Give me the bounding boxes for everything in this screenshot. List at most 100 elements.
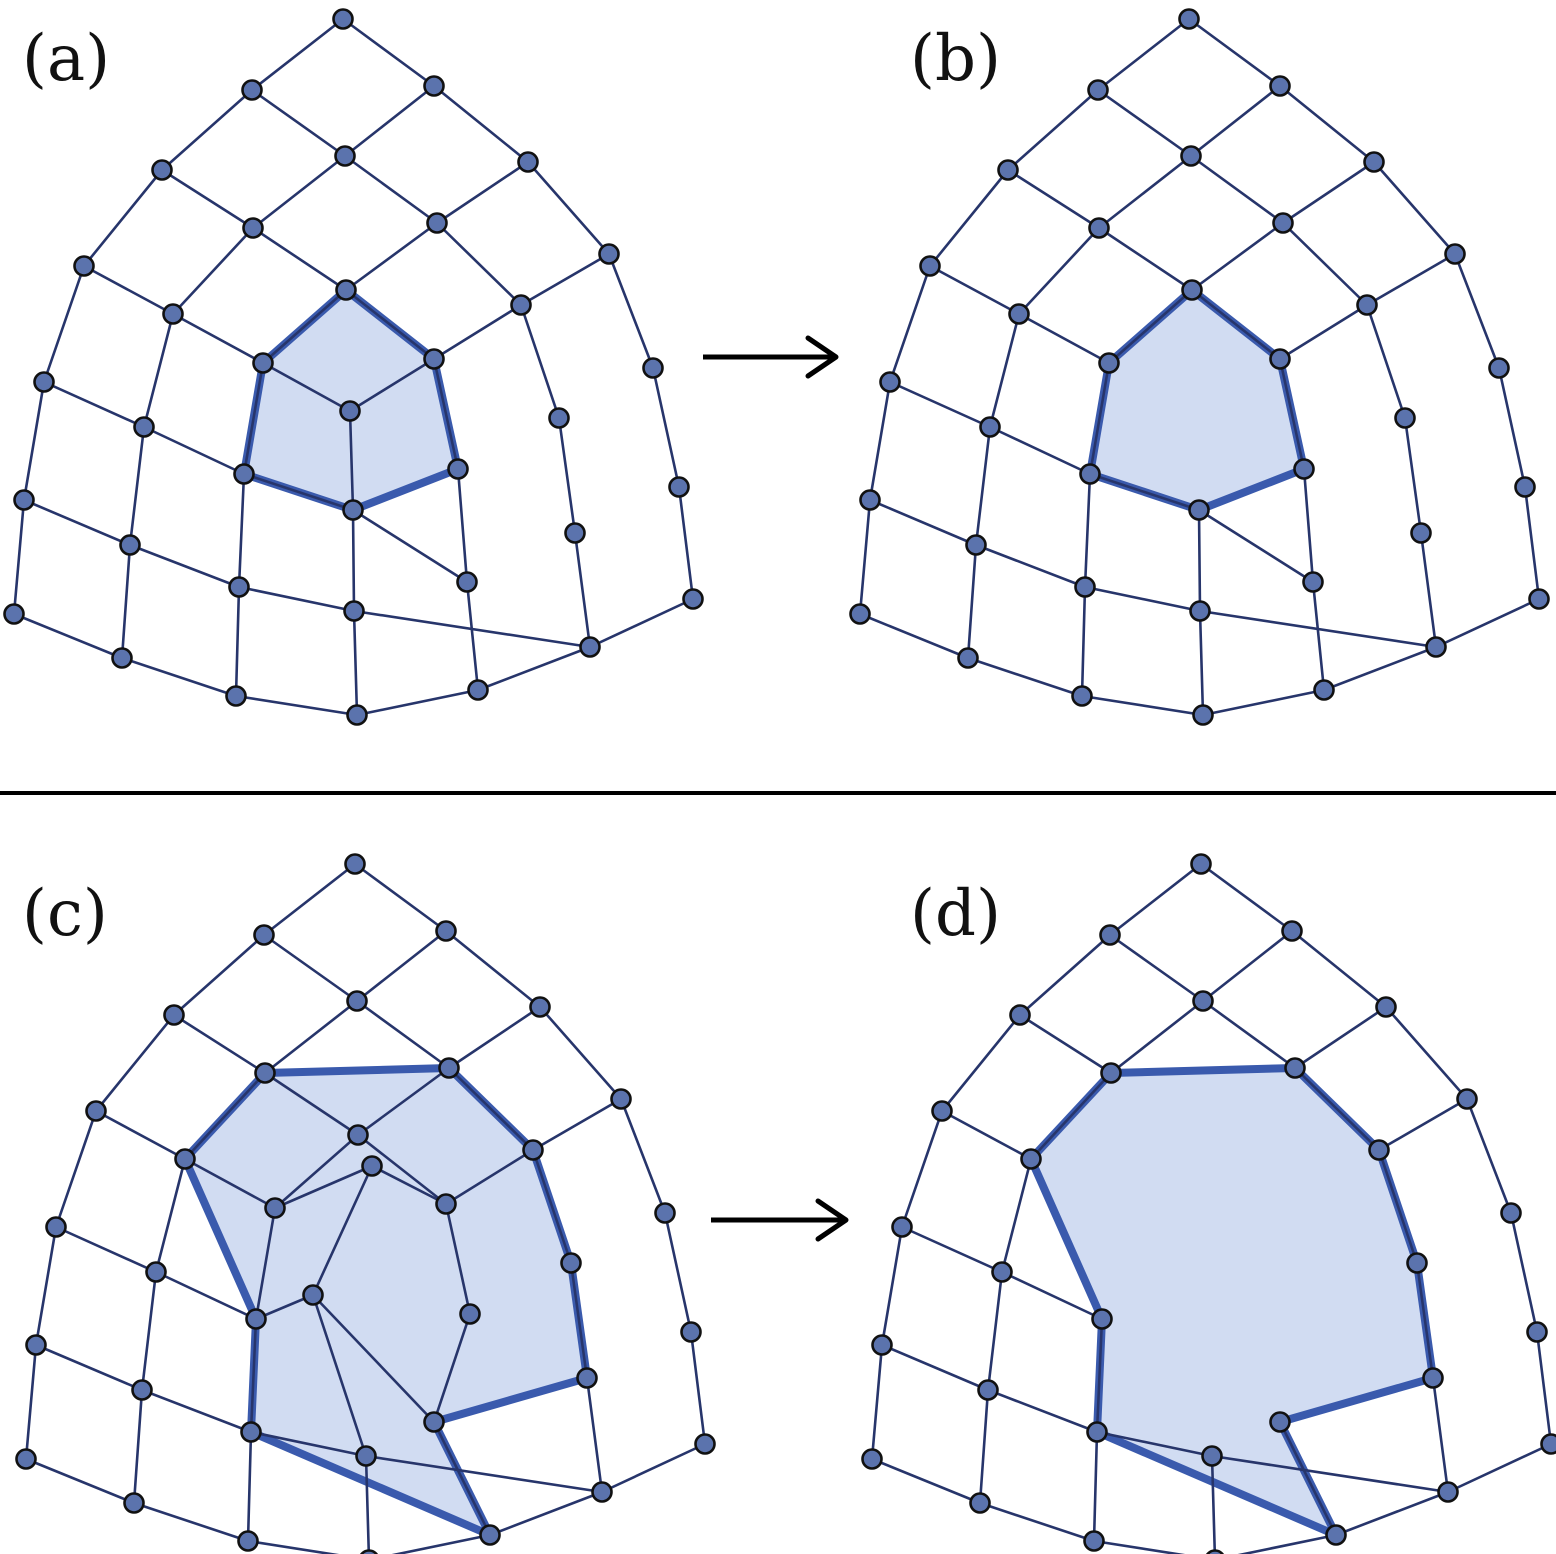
highlighted-region-c — [181, 1064, 591, 1539]
highlighted-region-b — [1086, 286, 1308, 514]
mesh-edge — [171, 226, 255, 316]
mesh-vertex — [151, 159, 173, 181]
mesh-edge — [928, 264, 1021, 316]
mesh-edge — [1293, 1005, 1388, 1070]
mesh-edge — [142, 312, 175, 429]
mesh-vertex — [591, 1481, 613, 1503]
mesh-vertex — [131, 1379, 153, 1401]
mesh-edge — [364, 1454, 604, 1494]
mesh-edge — [1095, 1430, 1214, 1458]
mesh-vertex — [174, 1148, 196, 1170]
mesh-edge — [234, 694, 359, 717]
mesh-edge — [531, 1097, 623, 1152]
mesh-edge — [1029, 1071, 1113, 1161]
mesh-edge — [900, 1225, 1004, 1274]
mesh-edge — [263, 1071, 360, 1137]
mesh-vertex — [1272, 212, 1294, 234]
mesh-edge — [1018, 933, 1112, 1017]
mesh-edge — [1465, 1097, 1513, 1215]
mesh-edge — [974, 543, 1087, 589]
mesh-vertex — [564, 522, 586, 544]
mesh-vertex — [426, 212, 448, 234]
mesh-vertex — [302, 1284, 324, 1306]
mesh-vertex — [1410, 522, 1432, 544]
mesh-edge — [870, 1457, 982, 1505]
mesh-vertex — [1008, 303, 1030, 325]
mesh-edge — [356, 1133, 448, 1206]
mesh-edge — [352, 609, 359, 717]
mesh-vertex — [1488, 357, 1510, 379]
panel-label-d: (d) — [910, 877, 1001, 951]
mesh-vertex — [1087, 79, 1109, 101]
mesh-vertex — [447, 458, 469, 480]
mesh-vertex — [579, 636, 601, 658]
mesh-vertex — [1425, 636, 1447, 658]
mesh-edge — [24, 1457, 136, 1505]
mesh-edge — [351, 508, 356, 613]
mesh-edge — [1377, 1148, 1419, 1265]
mesh-vertex — [1083, 1530, 1105, 1552]
mesh-edge — [1278, 1420, 1338, 1537]
mesh-vertex — [1190, 853, 1212, 875]
mesh-edge — [249, 1317, 258, 1434]
mesh-edge — [519, 252, 611, 307]
mesh-edge — [538, 1005, 623, 1101]
mesh-vertex — [85, 1100, 107, 1122]
mesh-edge — [34, 1343, 144, 1392]
mesh-vertex — [1086, 1421, 1108, 1443]
mesh-vertex — [355, 1445, 377, 1467]
mesh-edge — [82, 264, 175, 316]
mesh-edge — [1431, 1376, 1450, 1494]
mesh-edge — [465, 580, 480, 692]
mesh-edge — [1006, 168, 1101, 230]
mesh-edge — [262, 862, 357, 937]
mesh-edge — [888, 380, 992, 429]
mesh-vertex — [1079, 463, 1101, 485]
mesh-vertex — [1181, 279, 1203, 301]
mesh-edge — [1197, 508, 1202, 613]
mesh-vertex — [254, 1062, 276, 1084]
mesh-edge — [391, 1533, 492, 1554]
mesh-vertex — [1269, 75, 1291, 97]
mesh-vertex — [965, 534, 987, 556]
mesh-edge — [343, 154, 439, 225]
mesh-edge — [1190, 221, 1285, 292]
mesh-vertex — [931, 1100, 953, 1122]
mesh-edge — [364, 1454, 371, 1554]
mesh-vertex — [479, 1524, 501, 1546]
mesh-edge — [234, 585, 241, 698]
mesh-edge — [432, 84, 530, 164]
mesh-vertex — [467, 679, 489, 701]
mesh-edge — [1535, 1330, 1553, 1446]
mesh-vertex — [241, 79, 263, 101]
mesh-vertex — [1189, 600, 1211, 622]
mesh-edge — [1419, 531, 1438, 649]
mesh-edge — [12, 498, 26, 616]
mesh-edge — [132, 1388, 144, 1505]
mesh-edge — [557, 416, 577, 535]
mesh-vertex — [610, 1088, 632, 1110]
mesh-edge — [1281, 160, 1376, 225]
mesh-edge — [1083, 585, 1202, 613]
mesh-vertex — [1540, 1433, 1556, 1455]
mesh-edge — [1000, 1157, 1033, 1274]
mesh-edge — [128, 425, 146, 547]
mesh-vertex — [1313, 679, 1335, 701]
mesh-edge — [1088, 472, 1201, 512]
mesh-vertex — [25, 1334, 47, 1356]
mesh-edge — [966, 656, 1084, 698]
mesh-edge — [1415, 1261, 1435, 1380]
mesh-vertex — [1074, 576, 1096, 598]
mesh-edge — [1080, 585, 1087, 698]
panel-c-mesh — [15, 853, 716, 1554]
mesh-vertex — [264, 1197, 286, 1219]
mesh-vertex — [438, 1057, 460, 1079]
mesh-vertex — [1375, 996, 1397, 1018]
mesh-edge — [1403, 416, 1423, 535]
mesh-vertex — [360, 1549, 378, 1554]
mesh-edge — [344, 221, 439, 292]
mesh-edge — [344, 288, 436, 361]
mesh-edge — [1198, 609, 1205, 717]
arrow-top — [703, 335, 839, 379]
mesh-vertex — [682, 588, 704, 610]
